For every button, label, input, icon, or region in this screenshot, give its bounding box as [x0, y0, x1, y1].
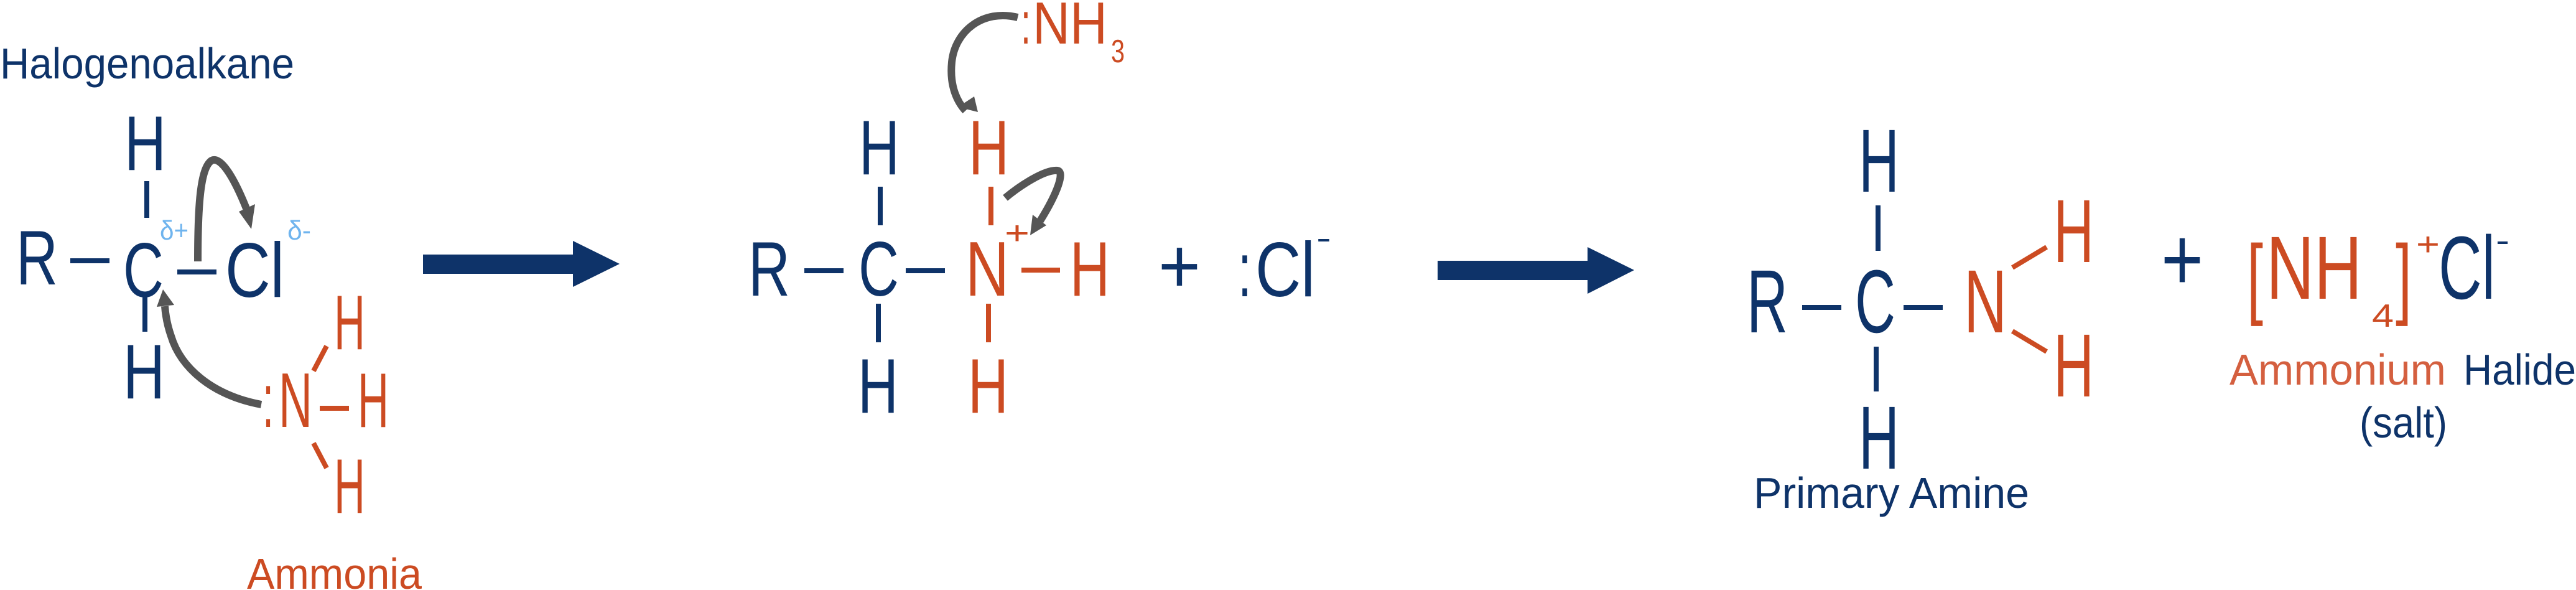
ammonia-n-atom: N	[279, 358, 312, 444]
amine-n-atom: N	[1964, 251, 2007, 352]
intermediate-c-atom: C	[858, 227, 899, 312]
intermediate-c-h-bottom-atom: H	[858, 344, 898, 429]
chloride-lone-pair: :	[1238, 227, 1252, 313]
n-h-bottom-bond	[311, 442, 329, 469]
halide-anion-symbol: Cl	[2439, 218, 2495, 318]
attacking-nh3-subscript: 3	[1111, 34, 1125, 70]
delta-plus-charge: δ+	[160, 215, 188, 246]
amine-h-top-atom: H	[1859, 111, 1899, 211]
primary-amine-label: Primary Amine	[1754, 469, 2029, 517]
curly-arrow-head-icon	[239, 204, 255, 229]
intermediate-n-atom: N	[965, 227, 1009, 312]
ammonium-halide-group: + [ NH 4 ] + Cl - Ammonium Halide (salt)	[2161, 209, 2576, 447]
halogenoalkane-h-top-atom: H	[124, 101, 166, 187]
reaction-arrow-2-icon	[1438, 247, 1634, 294]
chloride-symbol: Cl	[1255, 227, 1315, 313]
n-h-upper-bond	[2011, 245, 2048, 270]
ammonia-group: : N H H H Ammonia	[157, 280, 422, 590]
attacking-nh3-formula: NH	[1033, 0, 1107, 57]
ammonia-h-top-atom: H	[334, 280, 365, 366]
curly-arrow-head-icon	[1030, 215, 1046, 235]
halide-negative-charge: -	[2496, 223, 2509, 259]
salt-sublabel: (salt)	[2360, 398, 2447, 447]
chloride-negative-charge: -	[1316, 220, 1331, 256]
intermediate-n-h-top-atom: H	[969, 105, 1009, 191]
intermediate-c-h-top-atom: H	[859, 105, 900, 191]
amine-n-h-upper-atom: H	[2053, 181, 2094, 281]
curly-arrow-nh3-to-h-icon	[947, 11, 1019, 114]
halogenoalkane-cl-atom: Cl	[225, 228, 284, 314]
intermediate-n-h-bottom-atom: H	[968, 344, 1008, 429]
ammonium-subscript: 4	[2372, 298, 2394, 334]
curly-arrow-bond-to-cl-icon	[194, 156, 250, 262]
curly-arrow-lone-pair-to-c-icon	[161, 306, 263, 408]
reaction-arrow-1-icon	[423, 241, 620, 287]
amine-c-atom: C	[1855, 251, 1895, 352]
halogenoalkane-h-bottom-atom: H	[123, 329, 165, 415]
n-h-lower-bond	[2011, 329, 2048, 354]
ammonia-h-right-atom: H	[358, 358, 389, 444]
ammonium-open-bracket: [	[2247, 227, 2263, 327]
halogenoalkane-group: Halogenoalkane R C H H Cl δ+ δ-	[0, 39, 311, 415]
amine-r-atom: R	[1747, 251, 1788, 352]
intermediate-plus-sign: +	[1158, 223, 1201, 309]
curly-arrow-nh-bond-to-n-icon	[1003, 166, 1064, 223]
ammonium-label: Ammonium	[2230, 345, 2446, 394]
ammonium-formula: NH	[2266, 218, 2362, 318]
n-h-top-bond	[311, 345, 329, 372]
attacking-nh3-lone-pair: :	[1021, 0, 1031, 57]
ammonia-lone-pair: :	[263, 358, 274, 444]
halide-label: Halide	[2463, 345, 2576, 394]
delta-minus-charge: δ-	[287, 215, 311, 246]
intermediate-n-positive-charge: +	[1005, 215, 1030, 251]
amine-h-bottom-atom: H	[1859, 388, 1899, 488]
halogenoalkane-label: Halogenoalkane	[0, 39, 294, 88]
halogenoalkane-r-atom: R	[16, 215, 58, 301]
ammonium-close-bracket: ]	[2396, 227, 2412, 327]
ammonia-label: Ammonia	[247, 550, 422, 590]
ammonium-positive-charge: +	[2416, 227, 2440, 263]
primary-amine-group: R C H H N H H Primary Amine	[1747, 111, 2094, 517]
intermediate-group: : NH 3 R C H H N + H H H + : Cl -	[748, 0, 1331, 429]
intermediate-n-h-right-atom: H	[1070, 227, 1110, 312]
ammonia-h-bottom-atom: H	[334, 444, 365, 530]
curly-arrow-head-icon	[157, 289, 174, 307]
curly-arrow-head-icon	[958, 96, 978, 112]
intermediate-r-atom: R	[748, 227, 790, 312]
amine-n-h-lower-atom: H	[2053, 316, 2094, 416]
products-plus-sign: +	[2161, 209, 2203, 309]
